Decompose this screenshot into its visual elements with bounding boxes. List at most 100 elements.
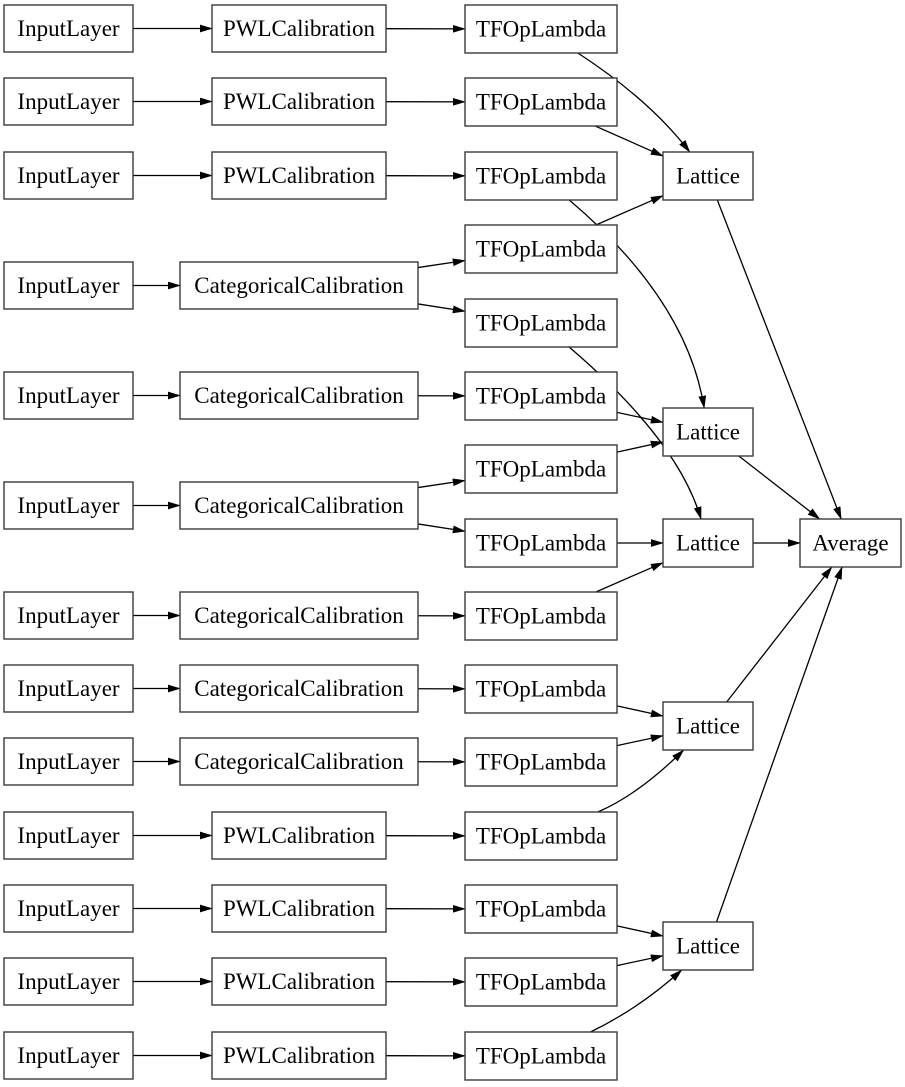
node-label: CategoricalCalibration [194,383,404,408]
node-label: TFOpLambda [476,677,606,702]
node-box [179,371,419,420]
node-label: InputLayer [17,1043,120,1068]
node-label: TFOpLambda [476,17,606,42]
graph-node-i10-inputlayer: InputLayer [3,811,134,860]
node-box [464,811,618,861]
graph-node-t14-tfoplambda: TFOpLambda [464,957,618,1007]
node-box [3,371,134,420]
node-label: InputLayer [17,676,120,701]
graph-node-l5-lattice: Lattice [662,921,754,971]
node-label: TFOpLambda [476,164,606,189]
node-label: InputLayer [17,969,120,994]
node-box [3,4,134,53]
node-box [3,664,134,713]
graph-edge-t5-l3 [568,346,702,520]
node-box [464,591,618,641]
node-box [464,737,618,787]
graph-node-l4-lattice: Lattice [662,701,754,751]
graph-node-t3-tfoplambda: TFOpLambda [464,151,618,201]
graph-edge-c6-t8 [417,523,466,534]
node-box [464,664,618,714]
node-box [3,811,134,860]
node-label: PWLCalibration [223,16,376,41]
node-label: PWLCalibration [223,823,376,848]
graph-node-i8-inputlayer: InputLayer [3,664,134,713]
graph-edge-l5-avg [715,566,843,923]
graph-node-l3-lattice: Lattice [662,518,754,568]
node-box [662,151,754,201]
graph-node-t12-tfoplambda: TFOpLambda [464,811,618,861]
node-box [799,518,902,568]
graph-edge-l4-avg [726,566,833,703]
node-box [211,884,387,933]
graph-edge-t10-l4 [616,705,664,718]
node-box [179,591,419,640]
graph-edge-t2-l1 [594,125,664,157]
graph-node-c4-categoricalcalibration: CategoricalCalibration [179,261,419,310]
node-label: TFOpLambda [476,531,606,556]
graph-edge-t14-l5 [616,954,664,967]
node-label: TFOpLambda [476,311,606,336]
node-box [662,518,754,568]
node-label: TFOpLambda [476,604,606,629]
graph-edge-c6-t7 [417,478,466,489]
node-label: InputLayer [17,823,120,848]
graph-node-c13-pwlcalibration: PWLCalibration [211,1031,387,1080]
node-box [3,151,134,200]
node-box [3,957,134,1006]
graph-node-i7-inputlayer: InputLayer [3,591,134,640]
node-label: InputLayer [17,16,120,41]
node-box [464,77,618,127]
node-label: InputLayer [17,749,120,774]
node-label: Lattice [676,420,740,445]
node-label: TFOpLambda [476,457,606,482]
node-box [662,921,754,971]
node-label: TFOpLambda [476,237,606,262]
node-label: TFOpLambda [476,90,606,115]
graph-node-i9-inputlayer: InputLayer [3,737,134,786]
graph-edge-t11-l4 [616,734,664,747]
graph-node-c10-pwlcalibration: PWLCalibration [211,811,387,860]
graph-edge-t1-l1 [577,52,691,153]
node-box [211,1031,387,1080]
graph-node-l2-lattice: Lattice [662,407,754,457]
graph-node-c5-categoricalcalibration: CategoricalCalibration [179,371,419,420]
node-label: CategoricalCalibration [194,749,404,774]
graph-node-c6-categoricalcalibration: CategoricalCalibration [179,481,419,530]
graph-node-t2-tfoplambda: TFOpLambda [464,77,618,127]
node-box [464,371,618,421]
node-label: Lattice [676,934,740,959]
node-box [464,224,618,274]
graph-node-t15-tfoplambda: TFOpLambda [464,1031,618,1081]
graph-node-t7-tfoplambda: TFOpLambda [464,444,618,494]
graph-node-i6-inputlayer: InputLayer [3,481,134,530]
node-label: Lattice [676,714,740,739]
node-box [211,151,387,200]
node-label: PWLCalibration [223,89,376,114]
node-label: InputLayer [17,163,120,188]
node-box [464,4,618,54]
graph-node-t5-tfoplambda: TFOpLambda [464,298,618,348]
node-box [211,957,387,1006]
graph-edge-t12-l4 [597,749,685,813]
graph-node-avg-average: Average [799,518,902,568]
node-label: CategoricalCalibration [194,676,404,701]
node-box [179,737,419,786]
graph-node-i13-inputlayer: InputLayer [3,1031,134,1080]
node-label: TFOpLambda [476,824,606,849]
node-box [662,701,754,751]
node-box [3,737,134,786]
graph-edge-t13-l5 [616,925,664,938]
graph-node-t11-tfoplambda: TFOpLambda [464,737,618,787]
graph-node-i3-inputlayer: InputLayer [3,151,134,200]
node-box [3,481,134,530]
graph-node-c8-categoricalcalibration: CategoricalCalibration [179,664,419,713]
node-box [211,811,387,860]
graph-node-t10-tfoplambda: TFOpLambda [464,664,618,714]
node-label: PWLCalibration [223,896,376,921]
graph-node-t9-tfoplambda: TFOpLambda [464,591,618,641]
node-box [179,481,419,530]
node-box [662,407,754,457]
